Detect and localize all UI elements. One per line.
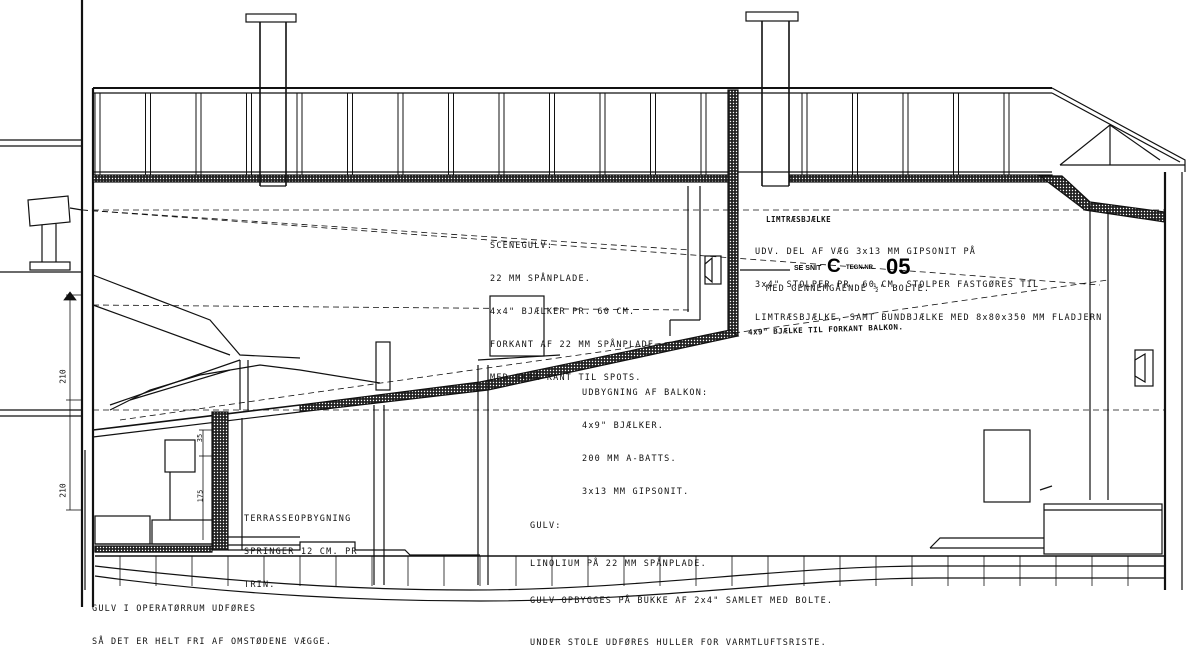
balcony-seats-note [236, 286, 249, 341]
chimney-right [745, 11, 799, 187]
section-reference[interactable]: SE SNIT C TEGN.NR. 05 [794, 254, 934, 280]
note-line: 3x4" STOLPER PR. 60 CM. STOLPER FASTGØRE… [755, 280, 1040, 290]
note-line: GULV I OPERATØRRUM UDFØRES [92, 604, 257, 614]
udbygning-note: UDBYGNING AF BALKON: 4x9" BJÆLKER. 200 M… [582, 366, 708, 509]
front-columns [164, 405, 385, 585]
note-line: FORKANT AF 22 MM SPÅNPLADE, [490, 340, 661, 350]
right-roof-slope [1038, 87, 1186, 223]
projector-icon [27, 195, 83, 271]
operator-room [94, 515, 213, 553]
dimension-line [63, 291, 82, 511]
roof-truss [92, 87, 1053, 183]
note-line: SÅ DET ER HELT FRI AF OMSTØDENE VÆGGE. [92, 637, 333, 647]
section-ref-letter: C [827, 256, 841, 277]
note-line: 3x13 MM GIPSONIT. [582, 487, 690, 497]
note-line: MED SKRÅ KANT TIL SPOTS. [490, 373, 642, 383]
dimension-lower: 210 [58, 483, 68, 498]
sight-lines [81, 209, 1165, 421]
floor-note: GULV: LINOLIUM PÅ 22 MM SPÅNPLADE. GULV … [530, 495, 833, 662]
dimension-step-a: 35 [196, 433, 205, 443]
stage-right [929, 429, 1163, 555]
bolte-note: MED GENNEMGÅENDE ½" BOLTE. [766, 284, 931, 294]
note-line: LINOLIUM PÅ 22 MM SPÅNPLADE. [530, 558, 707, 569]
note-line: GULV OPBYGGES PÅ BUKKE AF 2x4" SAMLET ME… [530, 596, 834, 606]
building-section-drawing [0, 0, 1186, 607]
step-dimension [199, 429, 212, 540]
roof-posts [94, 93, 1010, 175]
floor [94, 555, 1165, 602]
floor-trestles [119, 556, 1129, 586]
note-line: 4x4" BJÆLKER PR. 60 CM. [490, 307, 636, 317]
limtrae-title: LIMTRÆSBJÆLKE [766, 215, 832, 224]
note-line: UDV. DEL AF VÆG 3x13 MM GIPSONIT PÅ [755, 247, 977, 257]
chimney-left [245, 13, 297, 187]
right-wall [1089, 172, 1183, 590]
note-line: LIMTRÆSBJÆLKE, SAMT BUNDBJÆLKE MED 8x80x… [755, 313, 1103, 323]
balcony-seating [92, 274, 391, 411]
note-line: GULV: [530, 521, 562, 531]
note-line: UNDER STOLE UDFØRES HULLER FOR VARMTLUFT… [530, 637, 827, 648]
section-ref-sheet-label: TEGN.NR. [846, 265, 875, 271]
note-line: 200 MM A-BATTS. [582, 454, 677, 464]
balcony-structure [92, 295, 740, 585]
section-ref-prefix: SE SNIT [794, 265, 822, 272]
note-line: TRIN. [244, 580, 276, 590]
note-line: UDBYGNING AF BALKON: [582, 388, 709, 398]
note-line: TERRASSEOPBYGNING [244, 514, 352, 524]
scenegulv-note: SCENEGULV: 22 MM SPÅNPLADE. 4x4" BJÆLKER… [490, 219, 661, 395]
note-line: SCENEGULV: [490, 241, 554, 251]
dimension-step-b: 175 [196, 489, 205, 503]
operator-room-note: GULV I OPERATØRRUM UDFØRES SÅ DET ER HEL… [92, 582, 332, 659]
limtrae-note: UDV. DEL AF VÆG 3x13 MM GIPSONIT PÅ 3x4"… [755, 225, 1102, 335]
left-exterior-wall [0, 0, 95, 607]
note-line: SPRINGER 12 CM. PR [244, 547, 358, 557]
dimension-upper: 210 [58, 369, 68, 384]
note-line: 4x9" BJÆLKER. [582, 421, 665, 431]
terrace-steps [228, 536, 480, 556]
terrace-note: TERRASSEOPBYGNING SPRINGER 12 CM. PR TRI… [244, 492, 358, 602]
note-line: 22 MM SPÅNPLADE. [490, 274, 592, 284]
section-ref-number: 05 [886, 254, 911, 279]
